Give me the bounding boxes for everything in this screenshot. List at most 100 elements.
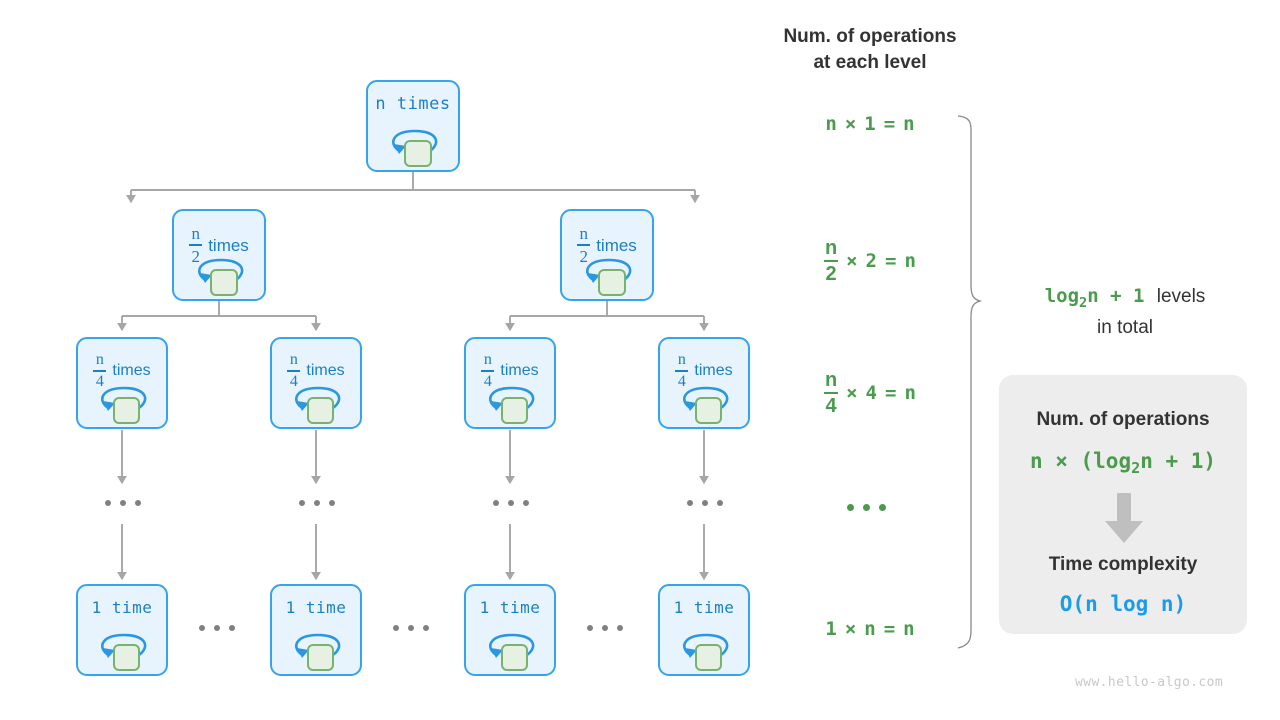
tree-node-label: n 2 times	[174, 225, 264, 265]
fraction: n 4	[287, 352, 301, 390]
fraction-bar	[824, 392, 839, 395]
fraction-bar	[824, 260, 839, 263]
tree-node-label: 1 time	[673, 598, 735, 617]
summary-complexity-value: O(n log n)	[1059, 592, 1187, 616]
rowlast-op: ×	[844, 618, 857, 640]
times-word: times	[500, 362, 539, 379]
levels-brace	[957, 115, 983, 649]
row2-op: ×	[846, 250, 858, 273]
times-word: times	[112, 362, 151, 379]
green-operation-box	[113, 644, 140, 671]
row1-op: ×	[844, 113, 857, 135]
fraction-bar	[287, 370, 301, 372]
tree-node-label: n 4 times	[660, 352, 748, 390]
row3-result: n	[904, 382, 916, 405]
vertical-ellipsis-1	[105, 500, 141, 506]
tree-node-last-3[interactable]: 1 time	[464, 584, 556, 676]
tree-node-label: n 2 times	[562, 225, 652, 265]
tree-node-level3-4[interactable]: n 4 times	[658, 337, 750, 429]
tree-node-label: n 4 times	[78, 352, 166, 390]
fraction-bar	[577, 244, 591, 246]
operations-column-title: Num. of operations at each level	[783, 26, 957, 73]
summary-operations-formula: n × (log2n + 1)	[1029, 449, 1217, 478]
fraction: n 4	[675, 352, 689, 390]
horizontal-ellipsis-1	[199, 625, 235, 631]
loop-icon	[101, 386, 147, 411]
levels-formula: log2n + 1	[1044, 285, 1145, 311]
tree-node-level3-1[interactable]: n 4 times	[76, 337, 168, 429]
tree-node-label: n times	[375, 94, 451, 114]
fraction: n 2	[189, 225, 203, 265]
tree-node-last-1[interactable]: 1 time	[76, 584, 168, 676]
row1-left: n	[825, 113, 837, 135]
green-operation-box	[695, 644, 722, 671]
fraction-bar	[93, 370, 107, 372]
loop-icon	[295, 633, 341, 658]
tree-node-label: 1 time	[285, 598, 347, 617]
loop-icon	[683, 633, 729, 658]
green-operation-box	[113, 397, 140, 424]
row3-fraction: n 4	[824, 369, 839, 418]
row3-count: 4	[865, 382, 877, 405]
row2-eq: =	[885, 250, 897, 273]
watermark: www.hello-algo.com	[1075, 675, 1224, 690]
summary-head-operations: Num. of operations	[1036, 409, 1210, 430]
operations-row-last: 1 × n = n	[760, 618, 980, 640]
loop-icon	[683, 386, 729, 411]
tree-node-level3-2[interactable]: n 4 times	[270, 337, 362, 429]
fraction-bar	[481, 370, 495, 372]
tree-node-level3-3[interactable]: n 4 times	[464, 337, 556, 429]
tree-node-last-4[interactable]: 1 time	[658, 584, 750, 676]
loop-icon	[198, 258, 244, 283]
operations-row-3: n 4 × 4 = n	[760, 370, 980, 416]
row2-fraction: n 2	[824, 237, 839, 286]
rowlast-left: 1	[825, 618, 837, 640]
tree-node-level2-left[interactable]: n 2 times	[172, 209, 266, 301]
row3-eq: =	[885, 382, 897, 405]
loop-icon	[586, 258, 632, 283]
tree-node-level2-right[interactable]: n 2 times	[560, 209, 654, 301]
fraction: n 4	[93, 352, 107, 390]
tree-node-label: 1 time	[479, 598, 541, 617]
green-operation-box	[695, 397, 722, 424]
rowlast-count: n	[864, 618, 876, 640]
loop-icon	[392, 129, 438, 154]
loop-icon	[489, 633, 535, 658]
times-word: times	[596, 235, 637, 255]
loop-icon	[489, 386, 535, 411]
row3-op: ×	[846, 382, 858, 405]
green-operation-box	[501, 644, 528, 671]
green-operation-box	[501, 397, 528, 424]
operations-row-1: n × 1 = n	[760, 113, 980, 135]
green-operation-box	[404, 140, 432, 167]
levels-in-total-note: log2n + 1 levels in total	[1000, 283, 1250, 341]
tree-node-last-2[interactable]: 1 time	[270, 584, 362, 676]
down-arrow-icon	[1105, 493, 1143, 543]
levels-second-line: in total	[1097, 316, 1153, 338]
tree-node-level1[interactable]: n times	[366, 80, 460, 172]
vertical-ellipsis-3	[493, 500, 529, 506]
rowlast-result: n	[903, 618, 915, 640]
fraction-bar	[189, 244, 203, 246]
levels-word: levels	[1156, 286, 1206, 307]
row1-result: n	[903, 113, 915, 135]
vertical-ellipsis-4	[687, 500, 723, 506]
operations-row-ellipsis	[847, 504, 886, 511]
times-word: times	[208, 235, 249, 255]
row2-result: n	[904, 250, 916, 273]
horizontal-ellipsis-2	[393, 625, 429, 631]
rowlast-eq: =	[883, 618, 896, 640]
vertical-ellipsis-2	[299, 500, 335, 506]
summary-head-complexity: Time complexity	[1048, 554, 1198, 575]
fraction: n 4	[481, 352, 495, 390]
times-word: times	[694, 362, 733, 379]
loop-icon	[101, 633, 147, 658]
summary-card: Num. of operations n × (log2n + 1) Time …	[999, 375, 1247, 634]
fraction: n 2	[577, 225, 591, 265]
green-operation-box	[307, 397, 334, 424]
green-operation-box	[598, 269, 626, 296]
loop-icon	[295, 386, 341, 411]
green-operation-box	[307, 644, 334, 671]
